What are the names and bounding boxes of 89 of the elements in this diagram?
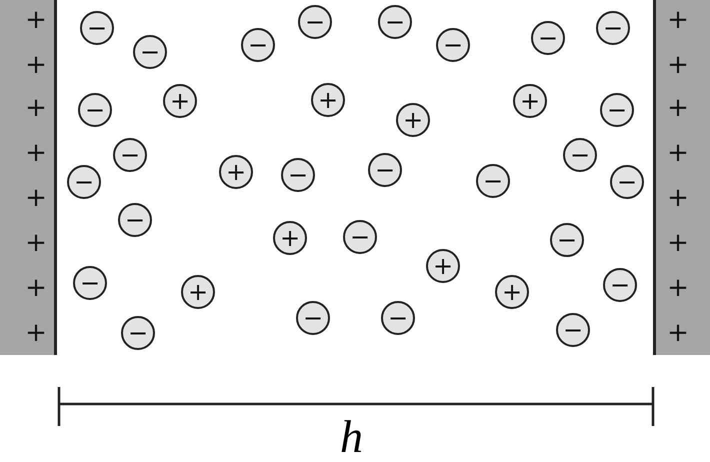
ion-circle — [73, 266, 107, 300]
charge-sign: − — [302, 306, 324, 330]
ion-circle — [163, 84, 197, 118]
charge-sign: + — [24, 95, 48, 121]
ion-circle — [603, 268, 637, 302]
charge-sign: − — [128, 321, 148, 345]
ion-circle — [381, 301, 415, 335]
charge-sign: − — [84, 98, 106, 122]
ion-circle — [596, 11, 630, 45]
charge-sign: + — [170, 89, 190, 113]
charge-sign: + — [666, 185, 690, 211]
charge-sign: + — [502, 280, 522, 304]
charge-sign: + — [318, 88, 338, 112]
ion-circle — [378, 5, 412, 39]
ion-circle — [343, 220, 377, 254]
ion-circle — [121, 316, 155, 350]
ion-circle — [296, 301, 330, 335]
charge-sign: − — [602, 16, 624, 40]
ion-circle — [118, 203, 152, 237]
ion-circle — [368, 153, 402, 187]
charge-sign: + — [666, 275, 690, 301]
charge-sign: − — [556, 228, 578, 252]
dimension-label: h — [340, 414, 363, 460]
charge-sign: − — [86, 16, 108, 40]
charge-sign: − — [288, 163, 308, 187]
charge-sign: − — [374, 158, 396, 182]
charge-sign: + — [520, 89, 540, 113]
ion-circle — [495, 275, 529, 309]
ion-circle — [311, 83, 345, 117]
charge-sign: + — [666, 230, 690, 256]
ion-circle — [426, 249, 460, 283]
charge-sign: + — [666, 7, 690, 33]
charge-sign: + — [432, 254, 454, 278]
charge-sign: − — [304, 10, 326, 34]
charge-sign: + — [402, 108, 424, 132]
ion-circle — [241, 28, 275, 62]
charge-sign: + — [666, 140, 690, 166]
ion-circle — [67, 165, 101, 199]
charge-sign: + — [24, 185, 48, 211]
charge-sign: − — [388, 306, 408, 330]
charge-sign: − — [610, 273, 630, 297]
charge-sign: − — [538, 26, 558, 50]
charge-sign: − — [120, 143, 140, 167]
charge-sign: + — [666, 320, 690, 346]
charge-sign: + — [226, 160, 246, 184]
charge-sign: + — [24, 140, 48, 166]
ion-circle — [273, 221, 307, 255]
charge-sign: − — [350, 225, 370, 249]
charge-sign: − — [482, 169, 504, 193]
ion-circle — [298, 5, 332, 39]
charge-sign: + — [666, 52, 690, 78]
charge-sign: − — [74, 170, 94, 194]
charge-sign: − — [570, 143, 590, 167]
ion-circle — [396, 103, 430, 137]
ion-circle — [476, 164, 510, 198]
ion-circle — [600, 93, 634, 127]
ion-circle — [133, 35, 167, 69]
ion-circle — [550, 223, 584, 257]
ion-circle — [436, 28, 470, 62]
charge-sign: − — [140, 40, 160, 64]
ion-circle — [219, 155, 253, 189]
charge-sign: − — [384, 10, 406, 34]
ion-circle — [513, 84, 547, 118]
charge-sign: − — [616, 170, 638, 194]
charge-sign: − — [606, 98, 628, 122]
electrode-plate — [0, 0, 57, 355]
charge-sign: − — [248, 33, 268, 57]
ion-circle — [80, 11, 114, 45]
charge-sign: + — [24, 320, 48, 346]
charge-sign: + — [188, 280, 208, 304]
ion-circle — [531, 21, 565, 55]
charge-sign: − — [562, 318, 584, 342]
ion-circle — [556, 313, 590, 347]
ion-circle — [610, 165, 644, 199]
electrode-plate — [653, 0, 710, 355]
ion-circle — [281, 158, 315, 192]
charge-sign: + — [24, 52, 48, 78]
charge-sign: + — [24, 230, 48, 256]
charge-sign: + — [24, 7, 48, 33]
charge-sign: + — [280, 226, 300, 250]
ion-circle — [181, 275, 215, 309]
ion-circle — [78, 93, 112, 127]
charge-sign: + — [24, 275, 48, 301]
charge-sign: − — [80, 271, 100, 295]
charge-sign: − — [124, 208, 146, 232]
ion-circle — [563, 138, 597, 172]
ion-circle — [113, 138, 147, 172]
charge-sign: + — [666, 95, 690, 121]
charge-sign: − — [442, 33, 464, 57]
